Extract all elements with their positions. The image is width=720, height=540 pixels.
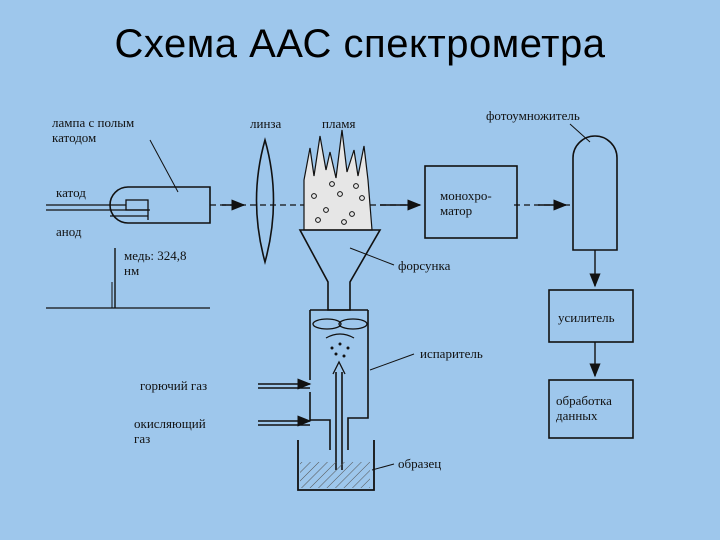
- copper-wavelength-line1: медь: 324,8: [124, 248, 186, 263]
- evaporator-label: испаритель: [420, 346, 483, 361]
- processing-label-line2: данных: [556, 408, 598, 423]
- photomultiplier-leader-line: [569, 123, 591, 143]
- lamp-leader-line: [149, 139, 179, 193]
- amplifier-box: [548, 289, 634, 343]
- evaporator-chamber: [309, 309, 369, 470]
- oxidizer-label-line2: газ: [134, 431, 150, 446]
- nozzle-leader-line: [349, 247, 395, 266]
- slide-title: Схема ААС спектрометра: [114, 22, 606, 66]
- monochromator-label-line2: матор: [440, 203, 472, 218]
- nozzle-label: форсунка: [398, 258, 451, 273]
- monochromator-label-line1: монохро-: [440, 188, 492, 203]
- fuel-gas-label: горючий газ: [140, 378, 207, 393]
- oxidizer-label-line1: окисляющий: [134, 416, 206, 431]
- sample-leader-line: [371, 463, 395, 471]
- lamp-label-line1: лампа с полым: [52, 115, 134, 130]
- photomultiplier: [572, 135, 618, 251]
- lamp-label-line2: катодом: [52, 130, 96, 145]
- copper-wavelength-line2: нм: [124, 263, 139, 278]
- processing-label-line1: обработка: [556, 393, 612, 408]
- hollow-cathode-lamp: [46, 186, 211, 224]
- evaporator-leader-line: [369, 353, 415, 371]
- amplifier-label: усилитель: [558, 310, 615, 325]
- nozzle-funnel: [298, 229, 382, 311]
- photomultiplier-label: фотоумножитель: [486, 108, 580, 123]
- flame-label: пламя: [322, 116, 355, 131]
- lens-label: линза: [250, 116, 282, 131]
- cathode-label: катод: [56, 185, 86, 200]
- lens: [255, 137, 275, 266]
- flame: [303, 129, 373, 231]
- anode-label: анод: [56, 224, 82, 239]
- sample-beaker: [297, 440, 375, 491]
- copper-emission-line: [46, 248, 210, 309]
- monochromator-box: [424, 165, 518, 239]
- sample-label: образец: [398, 456, 441, 471]
- data-processing-box: [548, 379, 634, 439]
